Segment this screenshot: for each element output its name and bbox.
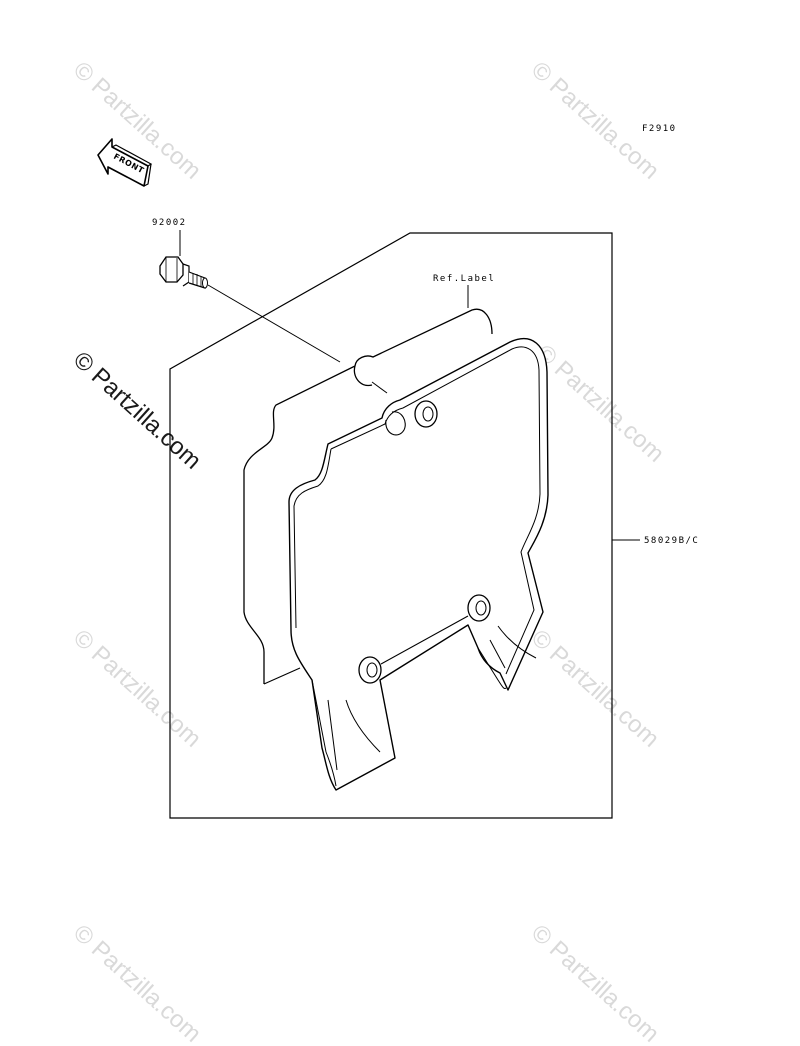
watermark-top-right: © Partzilla.com <box>526 56 664 184</box>
figure-code: F2910 <box>642 124 677 134</box>
watermark-mid-right: © Partzilla.com <box>531 339 669 467</box>
watermark-lower-right: © Partzilla.com <box>526 624 664 752</box>
watermark-bottom-right: © Partzilla.com <box>526 919 664 1046</box>
bolt-axis-line <box>207 284 341 363</box>
number-plate-cover <box>288 337 549 791</box>
front-arrow-icon: FRONT <box>97 138 153 187</box>
watermark-lower-left: © Partzilla.com <box>68 624 206 752</box>
callout-cover: 58029B/C <box>644 536 699 546</box>
bolt-axis-line-2 <box>371 381 388 394</box>
bolt-92002 <box>159 256 208 289</box>
watermark-main: © Partzilla.com <box>68 346 206 474</box>
reference-label-sheet <box>243 308 493 685</box>
callout-bolt: 92002 <box>152 218 187 228</box>
callout-ref-label: Ref.Label <box>433 274 495 284</box>
kit-outline <box>169 232 613 819</box>
watermark-bottom-left: © Partzilla.com <box>68 919 206 1046</box>
